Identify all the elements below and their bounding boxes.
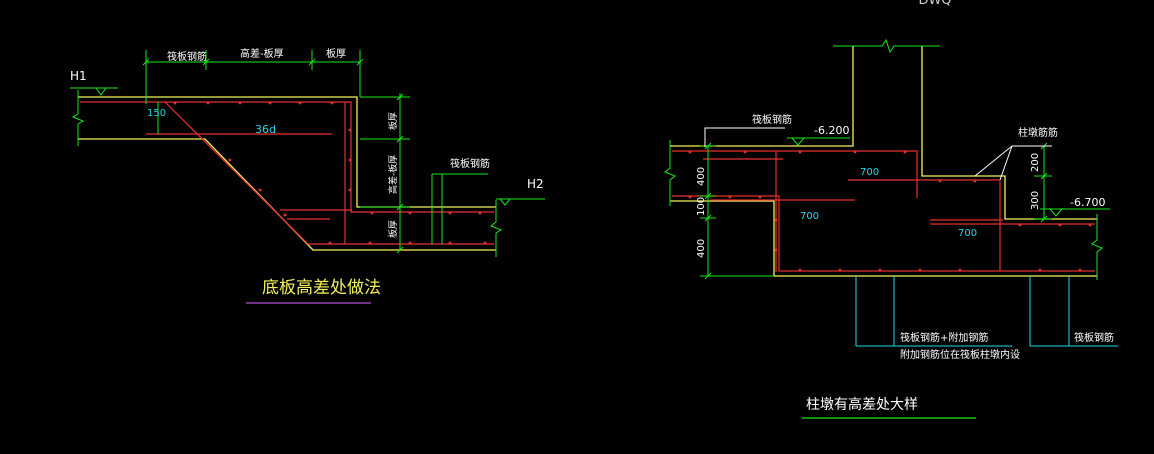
dim-300-label: 300: [1030, 191, 1041, 210]
left-detail: 筏板钢筋 高差-板厚 板厚 H1 H2 150 36d 板厚 高差-板厚 板厚 …: [70, 47, 545, 304]
left-title: 底板高差处做法: [262, 278, 381, 298]
right-detail: 筏板钢筋 -6.200 -6.700 柱墩筋筋 200 300 700 700 …: [664, 38, 1118, 419]
left-right-dim-height-diff: 高差-板厚: [387, 155, 399, 194]
dim-400-top: 400: [696, 167, 707, 186]
right-rebar-dots: [688, 150, 1092, 272]
dim-200-label: 200: [1030, 153, 1041, 172]
anchor-700-b: 700: [800, 211, 819, 222]
level-upper-label: -6.200: [814, 124, 849, 137]
right-leaders: [704, 127, 1052, 181]
anchor-700-a: 700: [860, 167, 879, 178]
left-dim-label-rebar: 筏板钢筋: [167, 50, 207, 63]
anchor-36d-label: 36d: [255, 123, 276, 136]
right-rebar-top-note: 筏板钢筋: [752, 113, 792, 126]
level-h1-label: H1: [70, 69, 87, 83]
bottom-note-additional: 附加钢筋位在筏板柱墩内设: [900, 348, 1020, 361]
top-label: DWQ: [918, 0, 951, 8]
left-break-marks: [71, 90, 503, 257]
level-h2-label: H2: [527, 177, 544, 191]
left-rebar-dots: [173, 101, 487, 245]
anchor-700-c: 700: [958, 228, 977, 239]
left-dim-label-height-diff: 高差-板厚: [240, 47, 284, 60]
bottom-note-rebar-plus: 筏板钢筋+附加钢筋: [900, 331, 988, 344]
right-title: 柱墩有高差处大样: [806, 396, 918, 413]
pier-rebar-note: 柱墩筋筋: [1018, 126, 1058, 139]
left-right-dim-thickness-bottom: 板厚: [387, 220, 399, 238]
dim-150-label: 150: [147, 108, 166, 119]
bottom-note-rebar: 筏板钢筋: [1074, 331, 1114, 344]
left-rebar-note: 筏板钢筋: [450, 157, 490, 170]
dim-100: 100: [696, 197, 707, 216]
dim-400-bottom: 400: [696, 239, 707, 258]
level-lower-label: -6.700: [1070, 196, 1105, 209]
left-right-dim-thickness-top: 板厚: [387, 112, 399, 130]
right-bottom-leaders: [855, 276, 1118, 347]
left-dimensions: [70, 50, 545, 254]
left-dim-label-thickness: 板厚: [326, 47, 346, 60]
right-break-marks: [664, 38, 1103, 280]
